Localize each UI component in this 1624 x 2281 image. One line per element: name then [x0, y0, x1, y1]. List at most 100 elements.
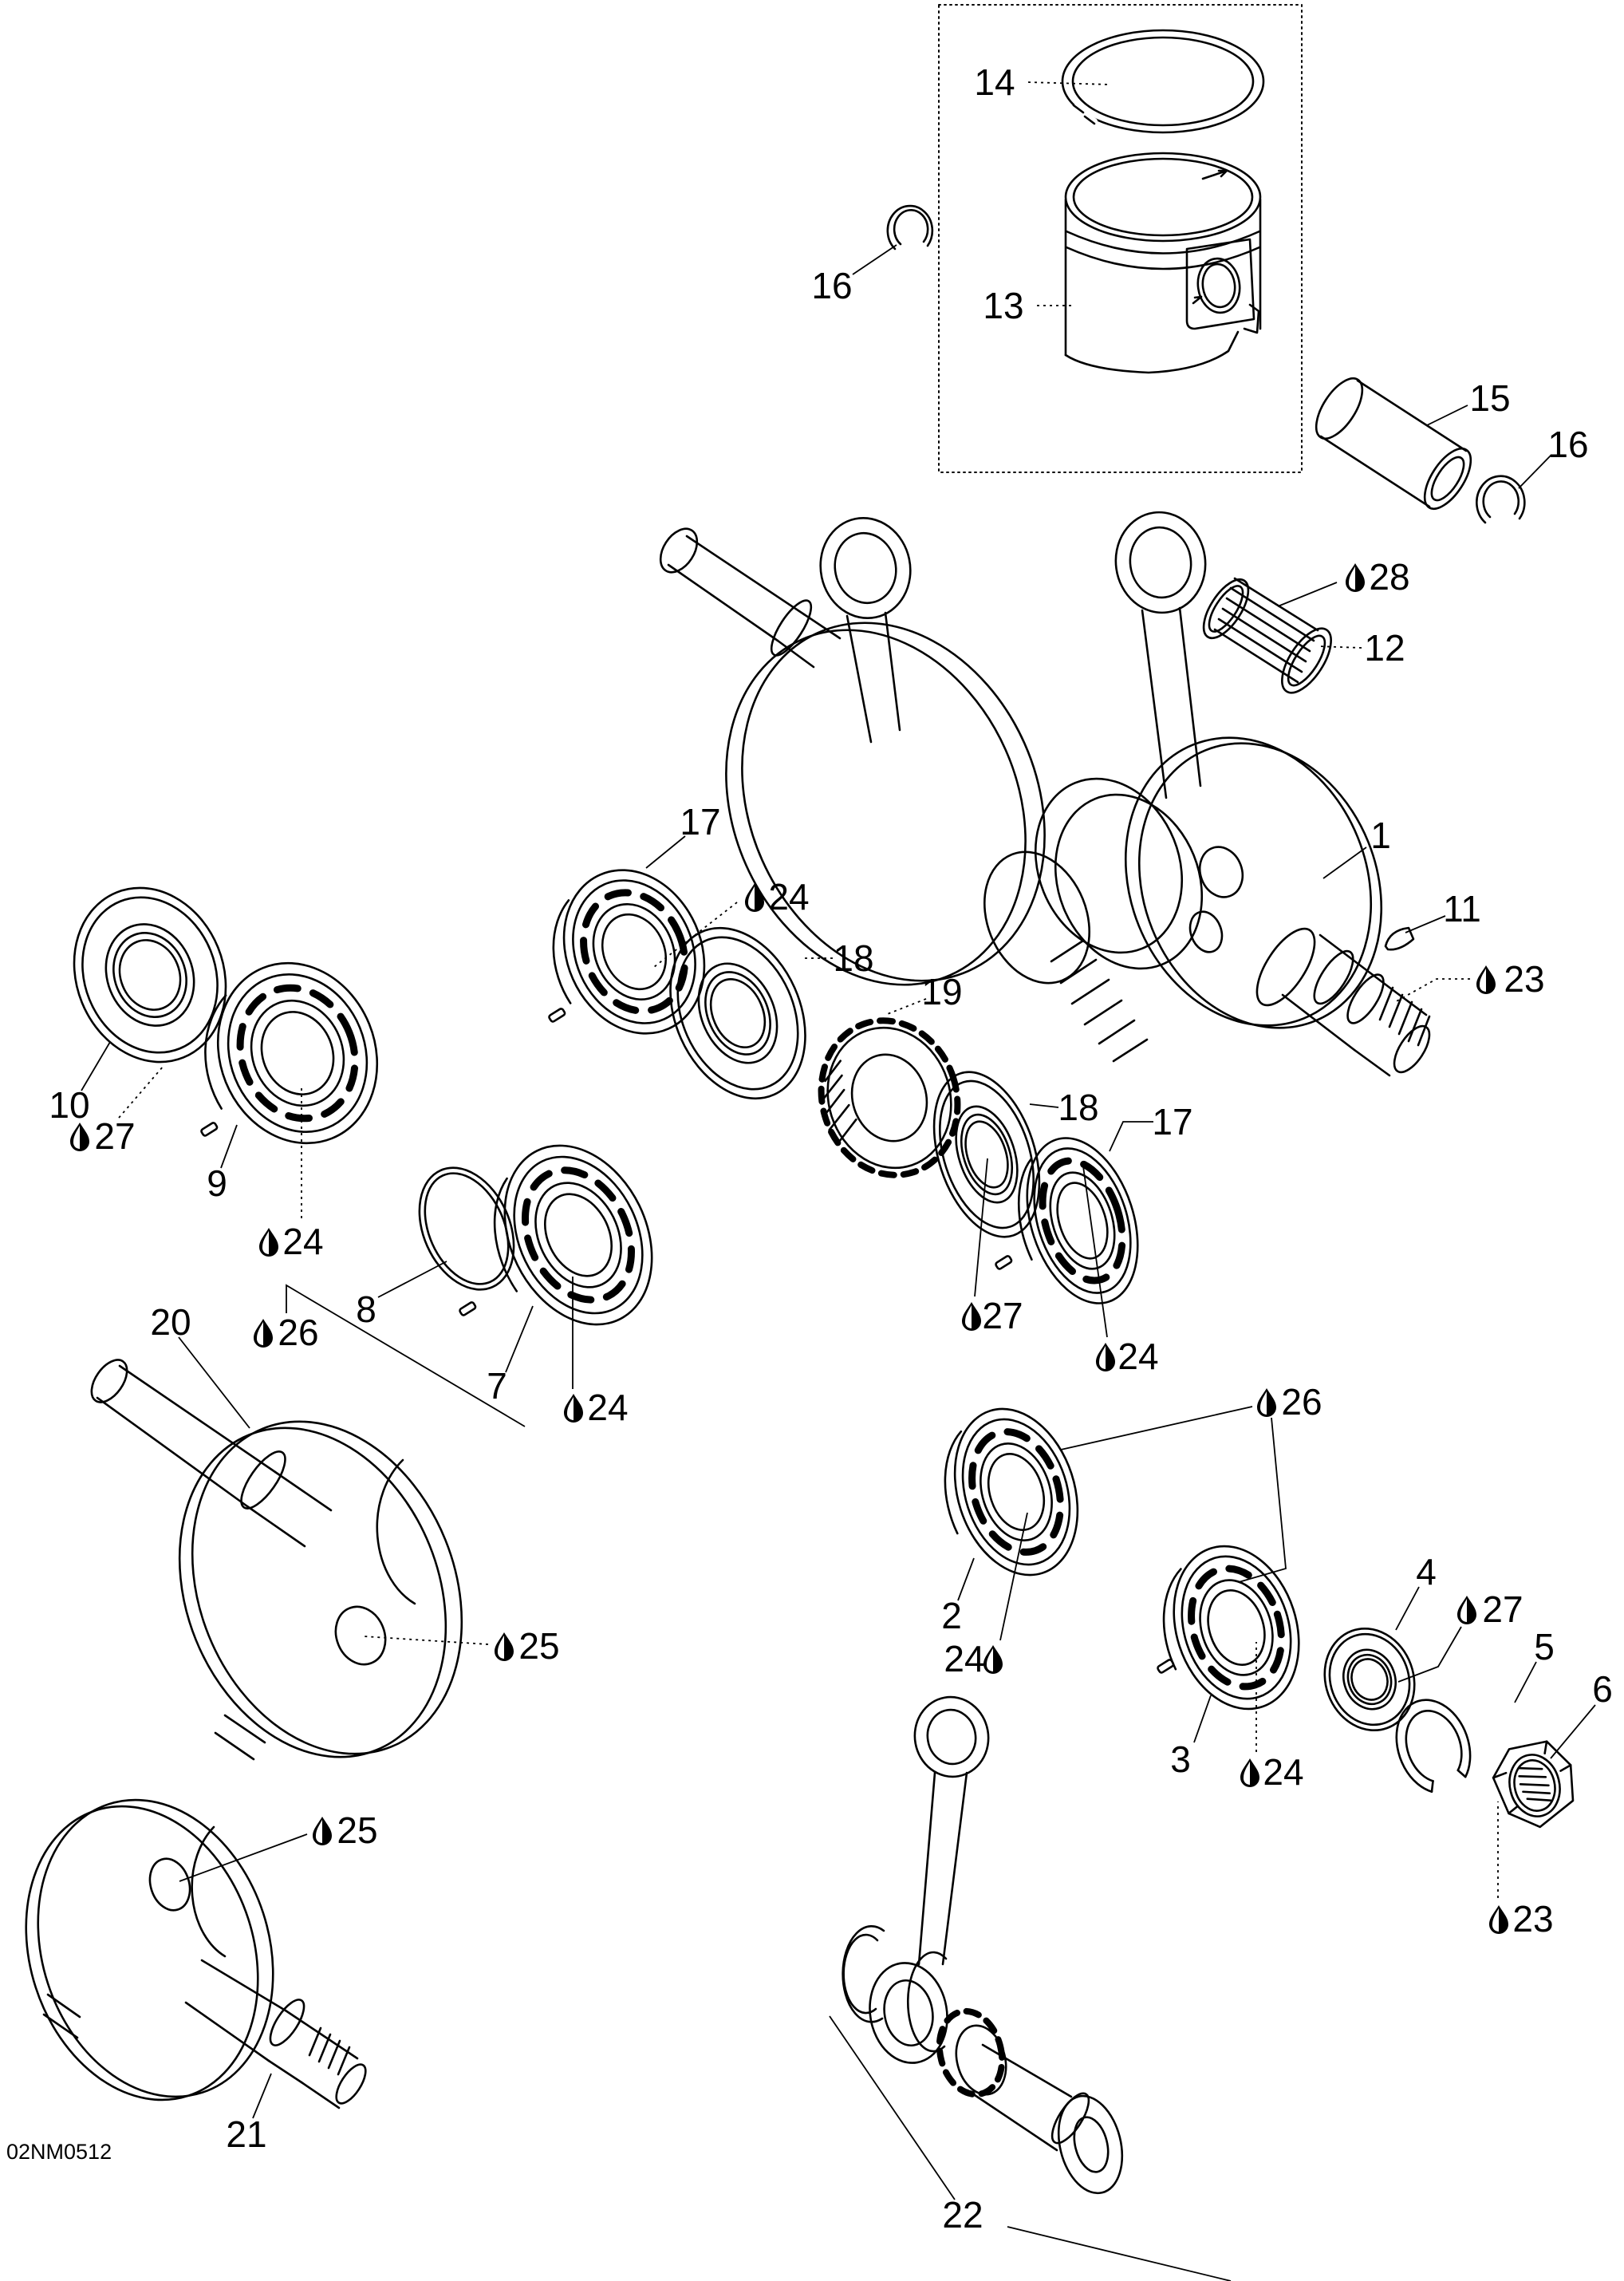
part-number-label: 18: [833, 937, 873, 979]
leader-line: [1395, 1586, 1420, 1631]
o-ring-8: [401, 1153, 532, 1304]
part-number-label: 24: [282, 1221, 323, 1262]
leader-line: [81, 1041, 111, 1091]
oil-drop-icon: [745, 883, 764, 912]
oil-drop-icon: [1489, 1905, 1508, 1934]
callout-10: 10: [49, 1041, 111, 1126]
part-number-label: 27: [982, 1295, 1023, 1336]
part-number-label: 26: [1281, 1381, 1322, 1423]
callout-17: 17: [1109, 1101, 1193, 1152]
leader-line: [885, 998, 927, 1016]
part-number-label: 26: [278, 1312, 318, 1353]
oil-drop-icon: [564, 1394, 583, 1423]
part-number-label: 18: [1058, 1087, 1098, 1128]
part-number-label: 9: [207, 1162, 227, 1204]
part-number-label: 17: [680, 801, 720, 843]
callout-21: 21: [226, 2073, 272, 2155]
part-number-label: 23: [1512, 1898, 1553, 1940]
part-number-label: 17: [1152, 1101, 1192, 1142]
oil-drop-icon: [495, 1632, 514, 1661]
leader-line: [1082, 1166, 1108, 1338]
oil-drop-icon: [962, 1302, 981, 1331]
leader-line: [1514, 1661, 1537, 1703]
callout-24: 24: [259, 1085, 324, 1262]
callout-25: 25: [179, 1809, 378, 1882]
part-number-label: 24: [768, 876, 809, 918]
wrist-pin: [1307, 371, 1480, 516]
callout-27: 27: [70, 1065, 164, 1157]
bearing-2: [924, 1393, 1098, 1595]
part-number-label: 6: [1592, 1668, 1613, 1710]
leader-line: [974, 1158, 988, 1297]
drawing-layer: [0, 5, 1583, 2200]
callout-22: 22: [829, 2015, 1232, 2281]
callout-18: 18: [803, 937, 874, 979]
part-number-label: 16: [811, 265, 852, 306]
leader-line: [1109, 1121, 1153, 1152]
connecting-rod-kit-22: [843, 1691, 1132, 2200]
part-number-label: 5: [1534, 1626, 1555, 1667]
leader-line: [645, 835, 686, 869]
leader-line: [1393, 978, 1470, 1004]
part-number-label: 24: [587, 1387, 628, 1428]
callout-16: 16: [811, 244, 897, 306]
callout-25: 25: [363, 1625, 560, 1667]
connecting-rod-left: [811, 510, 920, 742]
leader-line: [1322, 846, 1367, 879]
leader-line: [363, 1636, 489, 1645]
part-number-label: 27: [1482, 1588, 1523, 1630]
part-number-label: 14: [974, 61, 1015, 103]
circlip-left: [888, 206, 932, 249]
figure-code: 02NM0512: [6, 2140, 112, 2164]
leader-line: [1027, 81, 1111, 85]
callout-9: 9: [207, 1124, 238, 1204]
callout-26: 26: [254, 1284, 526, 1427]
oil-drop-icon: [1096, 1343, 1115, 1371]
callout-4: 4: [1395, 1551, 1437, 1631]
part-number-label: 2: [941, 1595, 962, 1636]
callout-12: 12: [1317, 627, 1405, 669]
part-number-label: 4: [1416, 1551, 1437, 1592]
oil-drop-icon: [1257, 1388, 1276, 1417]
leader-line: [220, 1124, 238, 1169]
callout-13: 13: [983, 285, 1074, 326]
leader-line: [505, 1305, 534, 1373]
callout-7: 7: [487, 1305, 534, 1407]
oil-drop-icon: [1476, 965, 1496, 994]
crankshaft: [653, 507, 1437, 1078]
lock-washer-5: [1384, 1690, 1480, 1798]
leader-line: [1317, 645, 1362, 649]
leader-line: [957, 1557, 975, 1601]
part-number-label: 12: [1364, 627, 1405, 669]
part-number-label: 13: [983, 285, 1023, 326]
part-number-label: 11: [1443, 888, 1481, 929]
callout-layer: 1413161516281211123172418191027924268724…: [49, 61, 1613, 2281]
seal-4: [1310, 1615, 1429, 1744]
oil-drop-icon: [983, 1645, 1003, 1674]
nut-6: [1488, 1735, 1583, 1835]
leader-line: [178, 1336, 250, 1429]
bearing-17-right: [998, 1124, 1157, 1321]
woodruff-key: [1386, 928, 1413, 949]
needle-bearing: [1195, 572, 1340, 700]
leader-line: [1060, 1406, 1253, 1450]
leader-line: [999, 1512, 1028, 1641]
part-number-label: 27: [94, 1115, 135, 1157]
leader-line: [1007, 2226, 1232, 2281]
oil-drop-icon: [1457, 1596, 1476, 1624]
leader-line: [1405, 915, 1446, 933]
callout-24: 24: [1082, 1166, 1159, 1377]
callout-20: 20: [150, 1301, 250, 1429]
part-number-label: 10: [49, 1084, 89, 1126]
callout-24: 24: [1240, 1642, 1304, 1793]
callout-18: 18: [1029, 1087, 1099, 1128]
part-number-label: 25: [337, 1809, 377, 1851]
callout-16: 16: [1518, 424, 1589, 489]
part-number-label: 20: [150, 1301, 191, 1343]
part-number-label: 7: [487, 1365, 507, 1407]
callout-27: 27: [1397, 1588, 1523, 1683]
part-number-label: 16: [1547, 424, 1588, 465]
leader-line: [118, 1065, 164, 1119]
part-number-label: 25: [518, 1625, 559, 1667]
leader-line: [1277, 582, 1338, 607]
